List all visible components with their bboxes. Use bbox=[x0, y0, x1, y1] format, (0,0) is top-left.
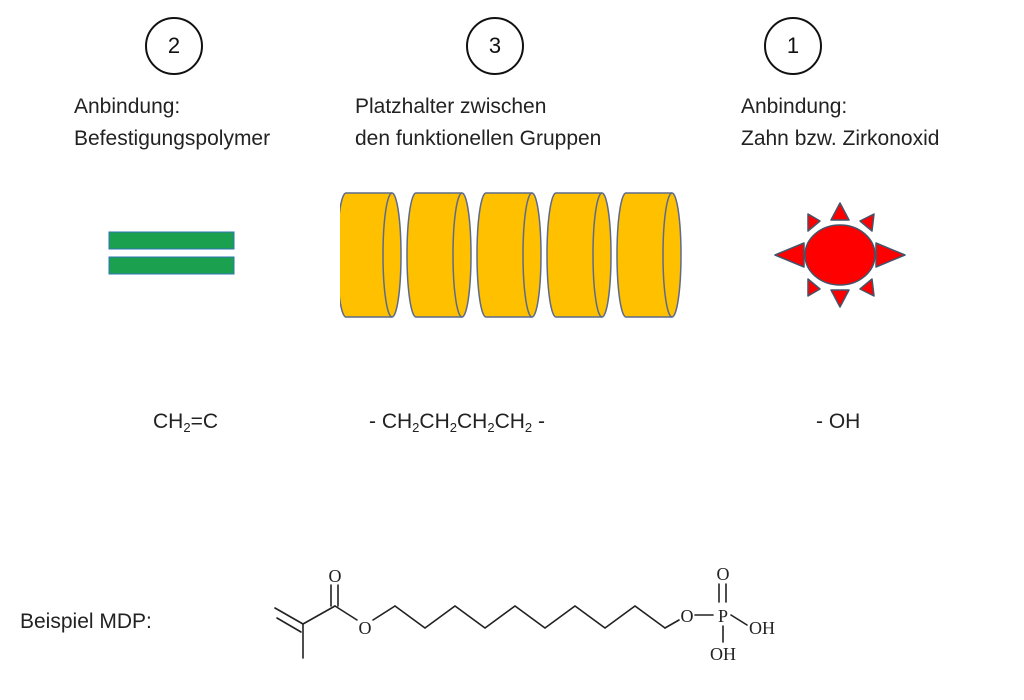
atom-p: P bbox=[718, 606, 728, 626]
atom-o-p-top: O bbox=[717, 564, 730, 584]
sun-anchor-icon bbox=[774, 202, 906, 308]
formula-ch2-c: CH2=C bbox=[153, 410, 219, 435]
label-line-2: den funktionellen Gruppen bbox=[355, 127, 602, 150]
double-bond-bar-top bbox=[108, 231, 235, 250]
spacer-disc bbox=[476, 192, 542, 318]
formula-oh: - OH bbox=[816, 410, 861, 433]
spacer-disc bbox=[340, 192, 402, 318]
number-3-text: 3 bbox=[488, 33, 502, 58]
label-line-2: Befestigungspolymer bbox=[74, 127, 271, 150]
formula-spacer-chain: - CH2CH2CH2CH2 - bbox=[369, 410, 545, 435]
label-line-1: Anbindung: bbox=[74, 95, 181, 118]
number-1-text: 1 bbox=[786, 33, 800, 58]
atom-o-link: O bbox=[681, 606, 694, 626]
label-line-1: Platzhalter zwischen bbox=[355, 95, 547, 118]
spacer-disc bbox=[406, 192, 472, 318]
number-circle-3: 3 bbox=[466, 17, 524, 75]
atom-oh-right: OH bbox=[749, 618, 775, 638]
label-line-2: Zahn bzw. Zirkonoxid bbox=[741, 127, 940, 150]
label-befestigungspolymer: Anbindung: Befestigungspolymer bbox=[74, 91, 270, 155]
atom-oh-bottom: OH bbox=[710, 644, 736, 664]
mdp-structure: O O O P O OH OH bbox=[274, 564, 775, 664]
sun-core bbox=[804, 224, 876, 286]
double-bond-icon bbox=[108, 231, 235, 275]
mdp-bonds bbox=[274, 583, 748, 659]
number-circle-1: 1 bbox=[764, 17, 822, 75]
example-label: Beispiel MDP: bbox=[20, 610, 152, 633]
atom-o-ester: O bbox=[359, 618, 372, 638]
double-bond-bar-bottom bbox=[108, 256, 235, 275]
label-platzhalter: Platzhalter zwischen den funktionellen G… bbox=[355, 91, 601, 155]
number-circle-2: 2 bbox=[145, 17, 203, 75]
spacer-discs-icon bbox=[340, 192, 682, 318]
sun-rays bbox=[774, 202, 906, 308]
spacer-disc bbox=[616, 192, 682, 318]
atom-o-carbonyl: O bbox=[329, 566, 342, 586]
label-line-1: Anbindung: bbox=[741, 95, 848, 118]
label-zahn-zirkonoxid: Anbindung: Zahn bzw. Zirkonoxid bbox=[741, 91, 939, 155]
number-2-text: 2 bbox=[167, 33, 181, 58]
spacer-disc bbox=[546, 192, 612, 318]
